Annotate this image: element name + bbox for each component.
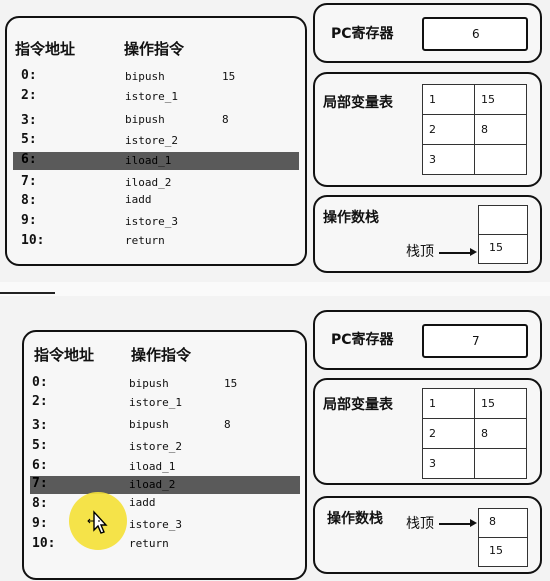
stack-top-arrow: [439, 523, 471, 525]
header-address: 指令地址: [15, 40, 76, 58]
bottom-diagram: 指令地址 操作指令 0: bipush 15 2: istore_1 3: bi…: [0, 296, 550, 581]
operand-stack-label: 操作数栈: [327, 511, 383, 527]
operand-stack-label: 操作数栈: [323, 210, 379, 226]
arrow-head-icon: [470, 248, 477, 256]
pc-register-value-box: 6: [422, 17, 528, 51]
instruction-row-current: 7: iload_2: [30, 476, 300, 494]
instruction-box: 指令地址 操作指令 0: bipush 15 2: istore_1 3: bi…: [22, 330, 307, 580]
instruction-row-current: 6: iload_1: [13, 152, 299, 170]
instruction-row: 3: bipush 8: [32, 418, 231, 433]
instruction-row: 2: istore_1: [32, 394, 182, 409]
table-row: 2 8: [422, 114, 527, 145]
stack-cell: 15: [478, 537, 528, 567]
move-cursor-icon: [87, 510, 108, 534]
local-variable-label: 局部变量表: [323, 95, 393, 111]
header-instruction: 操作指令: [124, 40, 185, 58]
local-variable-table: 1 15 2 8 3: [422, 84, 527, 175]
panel-separator: [0, 282, 550, 296]
instruction-row: 8: iadd: [21, 193, 152, 208]
table-row: 3: [422, 448, 527, 479]
header-instruction: 操作指令: [131, 346, 192, 364]
instruction-box: 指令地址 操作指令 0: bipush 15 2: istore_1 3: bi…: [5, 16, 307, 266]
stack-top-arrow: [439, 252, 471, 254]
instruction-row: 10: return: [32, 536, 169, 551]
instruction-row: 7: iload_2: [21, 174, 172, 189]
local-variable-box: 局部变量表 1 15 2 8 3: [313, 378, 542, 485]
pc-register-value: 7: [472, 334, 480, 348]
stack-cell: [478, 205, 528, 235]
pc-register-box: PC寄存器 6: [313, 3, 542, 63]
header-address: 指令地址: [34, 346, 95, 364]
pc-register-value-box: 7: [422, 324, 528, 358]
top-diagram: 指令地址 操作指令 0: bipush 15 2: istore_1 3: bi…: [0, 0, 550, 282]
instruction-row: 9: istore_3: [32, 516, 182, 531]
instruction-row: 3: bipush 8: [21, 113, 229, 128]
instruction-row: 10: return: [21, 233, 165, 248]
local-variable-label: 局部变量表: [323, 397, 393, 413]
instruction-row: 0: bipush 15: [32, 375, 238, 390]
table-row: 3: [422, 144, 527, 175]
operand-stack-box: 操作数栈 15 栈顶: [313, 195, 542, 273]
instruction-row: 5: istore_2: [32, 438, 182, 453]
table-row: 1 15: [422, 388, 527, 419]
table-row: 2 8: [422, 418, 527, 449]
instruction-row: 6: iload_1: [32, 458, 176, 473]
local-variable-box: 局部变量表 1 15 2 8 3: [313, 72, 542, 187]
instruction-row: 0: bipush 15: [21, 68, 236, 83]
stack-top-label: 栈顶: [406, 244, 434, 260]
pc-register-label: PC寄存器: [331, 332, 394, 348]
stack-top-label: 栈顶: [406, 516, 434, 532]
arrow-head-icon: [470, 519, 477, 527]
stack-cell: 15: [478, 234, 528, 264]
instruction-row: 9: istore_3: [21, 213, 178, 228]
stack-cell: 8: [478, 508, 528, 538]
pc-register-box: PC寄存器 7: [313, 310, 542, 370]
operand-stack-box: 操作数栈 8 15 栈顶: [313, 496, 542, 574]
instruction-row: 2: istore_1: [21, 88, 178, 103]
table-row: 1 15: [422, 84, 527, 115]
local-variable-table: 1 15 2 8 3: [422, 388, 527, 479]
pc-register-value: 6: [472, 27, 480, 41]
pc-register-label: PC寄存器: [331, 26, 394, 42]
instruction-row: 5: istore_2: [21, 132, 178, 147]
instruction-row: 8: iadd: [32, 496, 156, 511]
